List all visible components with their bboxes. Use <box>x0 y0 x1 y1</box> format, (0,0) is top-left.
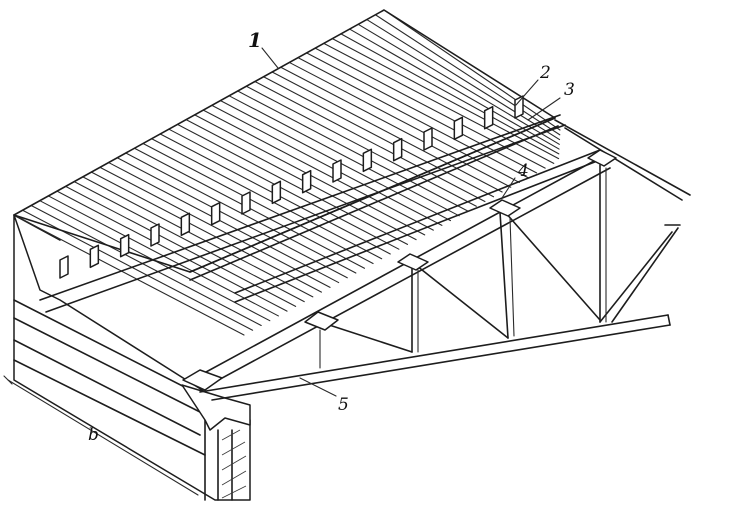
decking-board <box>108 162 340 284</box>
decking-board <box>245 85 477 207</box>
decking-board <box>340 33 560 155</box>
labels: 1 2 3 4 5 b <box>88 28 575 445</box>
decking-board <box>185 119 417 241</box>
label-5: 5 <box>338 395 349 415</box>
decking-board <box>237 90 469 212</box>
label-2: 2 <box>539 63 551 83</box>
decking-board <box>314 47 546 169</box>
decking-board <box>228 95 460 217</box>
purlin-end <box>119 233 130 258</box>
decking-board <box>116 157 348 279</box>
decking-board <box>73 181 305 303</box>
decking-board <box>254 80 486 203</box>
decking-board <box>306 52 538 174</box>
decking-board <box>219 100 452 222</box>
decking-board <box>125 152 357 274</box>
purlin-end <box>483 105 494 130</box>
purlin-end <box>332 159 342 183</box>
decking-board <box>99 166 331 288</box>
decking-board <box>288 61 520 183</box>
decking-board <box>349 28 560 150</box>
decking-board <box>211 104 443 226</box>
decking-board <box>331 38 560 160</box>
label-3: 3 <box>564 80 575 100</box>
purlin-end <box>301 169 312 194</box>
decking-board <box>65 185 297 307</box>
purlin-end <box>392 137 403 162</box>
rafters <box>39 114 691 313</box>
label-4: 4 <box>517 161 529 181</box>
roof-decking <box>13 9 561 336</box>
decking-board <box>168 128 400 250</box>
purlin-end <box>210 201 221 226</box>
decking-board <box>271 71 503 193</box>
truss <box>182 149 681 401</box>
purlin-end <box>180 212 191 237</box>
purlin-end <box>150 223 160 247</box>
purlins <box>59 95 524 279</box>
decking-board <box>280 66 512 188</box>
purlin-end <box>514 95 524 119</box>
decking-board <box>374 14 561 136</box>
decking-board <box>30 204 262 327</box>
purlin-end <box>241 191 251 215</box>
wall <box>3 214 251 501</box>
purlin-end <box>453 116 464 141</box>
decking-board <box>366 18 561 141</box>
label-b: b <box>88 425 99 445</box>
label-1: 1 <box>248 28 262 52</box>
decking-board <box>262 76 495 198</box>
decking-board <box>383 9 561 131</box>
decking-board <box>357 23 560 145</box>
decking-board <box>297 57 529 179</box>
purlin-end <box>362 148 373 173</box>
purlin-end <box>423 127 433 151</box>
decking-board <box>56 190 288 312</box>
decking-board <box>13 214 245 336</box>
purlin-end <box>271 180 282 205</box>
decking-board <box>151 138 383 260</box>
decking-board <box>90 171 322 293</box>
decking-board <box>142 142 374 265</box>
decking-board <box>176 123 409 245</box>
decking-board <box>202 109 434 231</box>
purlin-end <box>59 255 69 279</box>
purlin-end <box>89 244 100 269</box>
